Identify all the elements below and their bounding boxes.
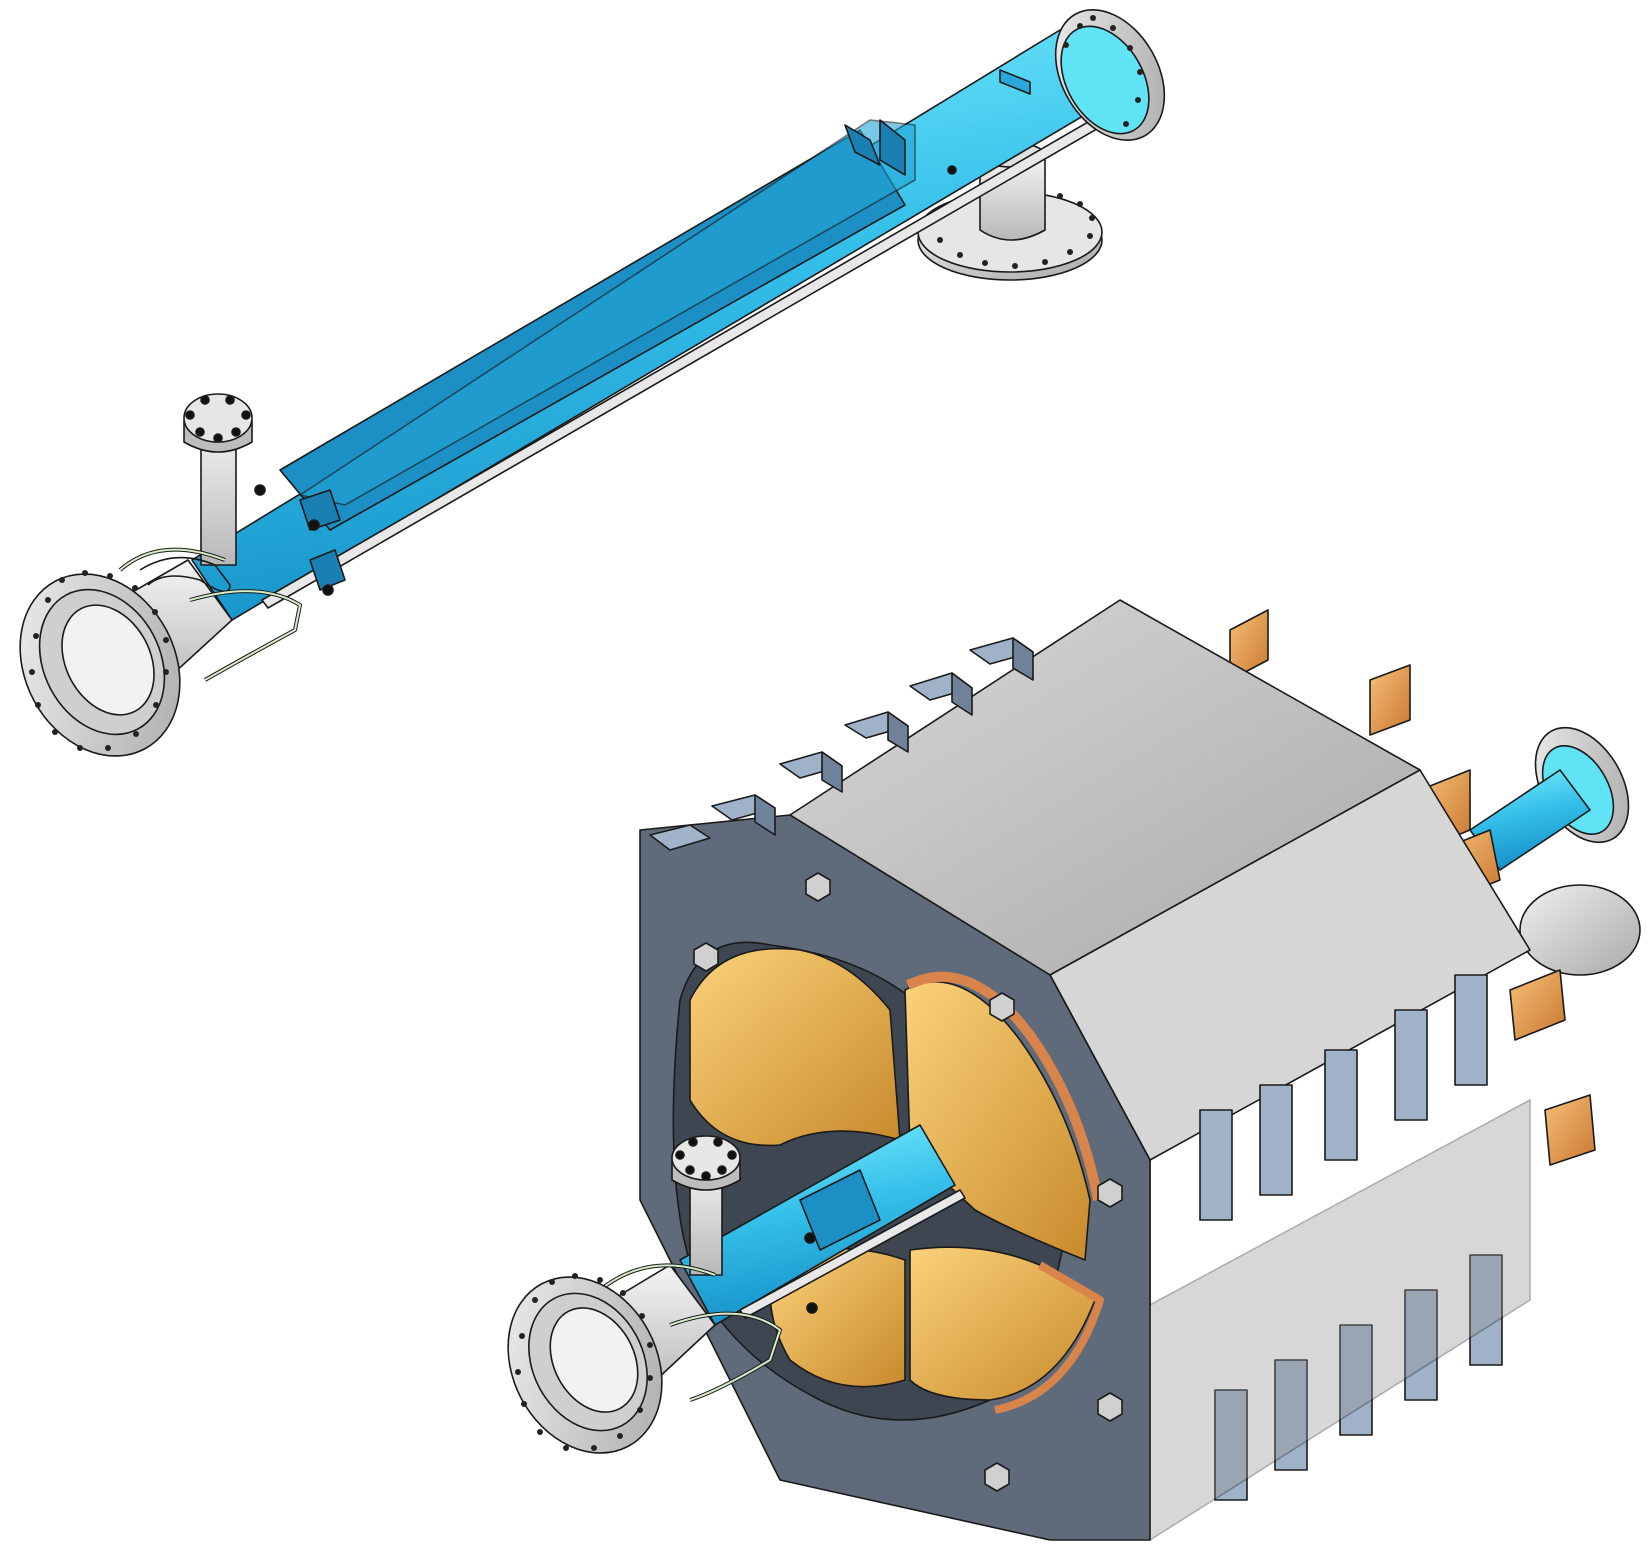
quadrupole-magnet-assembly bbox=[507, 599, 1641, 1541]
stand-bolt-holes bbox=[937, 193, 1095, 269]
magnet-flange-bolts bbox=[515, 1273, 653, 1451]
pipe-body bbox=[191, 29, 1111, 621]
beam-pipe-assembly bbox=[19, 9, 1166, 757]
magnet-beam-pipe bbox=[507, 1124, 966, 1454]
top-edge-blocks bbox=[649, 637, 1034, 851]
pump-port bbox=[183, 393, 253, 566]
right-flange bbox=[1054, 9, 1166, 141]
left-flange-assembly bbox=[19, 547, 302, 757]
side-blocks bbox=[1149, 974, 1531, 1541]
magnet-right-flange bbox=[1469, 726, 1641, 976]
left-flange-bolts bbox=[29, 570, 169, 751]
cap-bolts bbox=[185, 395, 251, 443]
magnet-cap-bolts bbox=[675, 1137, 737, 1181]
right-flange-bolts bbox=[1063, 15, 1143, 127]
hex-nuts bbox=[693, 872, 1123, 1492]
